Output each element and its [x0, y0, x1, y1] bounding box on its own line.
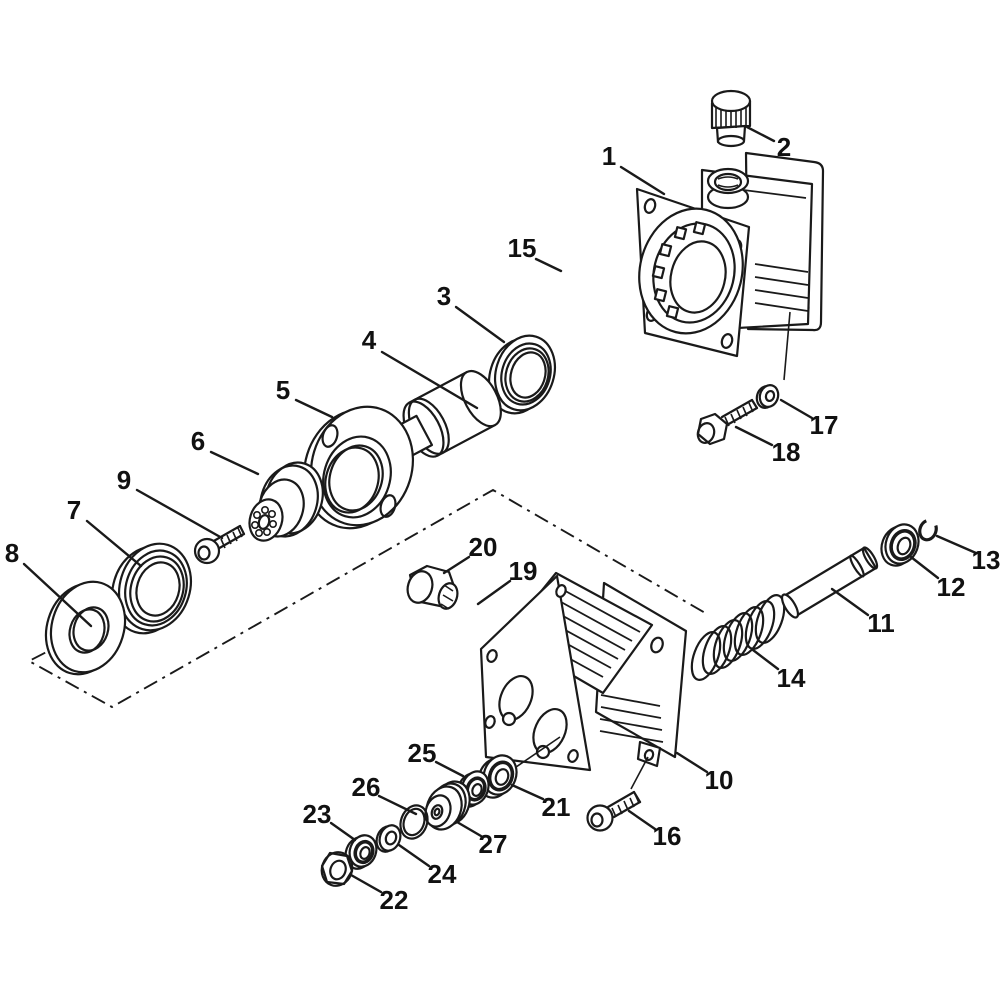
leader-27 — [455, 820, 483, 838]
piston-rod — [780, 546, 879, 619]
seal-23 — [344, 834, 378, 870]
callout-27: 27 — [479, 829, 508, 859]
callout-2: 2 — [777, 132, 791, 162]
leader-1 — [619, 165, 666, 196]
plug-threads — [440, 584, 454, 610]
shaft-seal — [488, 334, 556, 415]
oil-filler-cap — [710, 89, 752, 148]
leader-18 — [734, 425, 774, 447]
leader-21 — [510, 783, 545, 801]
leader-26 — [377, 794, 418, 816]
bearing-hub — [248, 461, 324, 542]
socket-bolt — [586, 790, 642, 832]
leader-17 — [779, 398, 814, 420]
callout-16: 16 — [653, 821, 682, 851]
callout-7: 7 — [67, 495, 81, 525]
snap-ring — [918, 518, 938, 542]
leader-19 — [476, 579, 512, 606]
leader-5 — [294, 398, 334, 419]
leader-14 — [751, 648, 780, 671]
rod-seal — [880, 523, 920, 567]
callout-10: 10 — [705, 765, 734, 795]
leader-9 — [135, 488, 224, 540]
pressure-spring — [690, 594, 786, 681]
housing-internal-lugs — [651, 221, 707, 320]
callout-24: 24 — [428, 859, 457, 889]
leader-25 — [434, 760, 465, 778]
callout-13: 13 — [972, 545, 1000, 575]
bolt16-threads — [611, 793, 640, 818]
leader-23 — [329, 821, 357, 842]
callout-15: 15 — [508, 233, 537, 263]
o-ring-26 — [399, 804, 429, 840]
callout-20: 20 — [469, 532, 498, 562]
crankcase-housing — [635, 151, 825, 358]
callout-25: 25 — [408, 738, 437, 768]
callout-9: 9 — [117, 465, 131, 495]
leader-2 — [745, 125, 776, 143]
callout-23: 23 — [303, 799, 332, 829]
callout-14: 14 — [777, 663, 806, 693]
callout-19: 19 — [509, 556, 538, 586]
leader-7 — [85, 519, 143, 568]
flat-washer — [44, 580, 127, 676]
leader-3 — [454, 305, 506, 344]
leader-6 — [209, 450, 260, 476]
leader-22 — [349, 873, 383, 894]
callout-5: 5 — [276, 375, 290, 405]
leader-11 — [830, 587, 870, 617]
leader-8 — [22, 562, 93, 628]
leader-15 — [534, 257, 563, 273]
cap-knurling — [715, 108, 747, 128]
grooved-seal — [111, 542, 192, 635]
leader-13 — [935, 534, 978, 555]
callout-6: 6 — [191, 426, 205, 456]
leader-24 — [397, 843, 431, 868]
callout-4: 4 — [362, 325, 377, 355]
callout-21: 21 — [542, 792, 571, 822]
hex-plug — [406, 564, 459, 610]
callout-11: 11 — [867, 608, 895, 638]
leader-12 — [909, 555, 940, 580]
callout-26: 26 — [352, 772, 381, 802]
callout-22: 22 — [380, 885, 409, 915]
side-fins — [599, 694, 664, 743]
callout-labels: 1 2 3 4 5 6 7 8 9 10 11 12 13 14 15 16 1… — [5, 132, 1000, 915]
callout-3: 3 — [437, 281, 451, 311]
callout-18: 18 — [772, 437, 801, 467]
filler-port — [706, 167, 750, 210]
hex-bolt — [696, 398, 759, 446]
callout-17: 17 — [810, 410, 839, 440]
backup-washer — [375, 824, 402, 853]
callout-1: 1 — [602, 141, 616, 171]
callout-8: 8 — [5, 538, 19, 568]
socket-screw — [193, 524, 246, 565]
pump-head-housing — [479, 571, 688, 772]
leader-4 — [380, 350, 479, 410]
leader-16 — [627, 809, 657, 831]
bolt-position-line — [630, 756, 649, 790]
leader-lines — [22, 125, 978, 894]
bolt-axis-line — [783, 311, 791, 381]
main-bearing — [302, 405, 415, 530]
piston-guide — [424, 780, 471, 831]
bolt-threads — [724, 402, 754, 427]
leader-20 — [442, 555, 471, 575]
small-washer — [755, 384, 780, 409]
callout-12: 12 — [937, 572, 966, 602]
leader-10 — [675, 751, 709, 774]
